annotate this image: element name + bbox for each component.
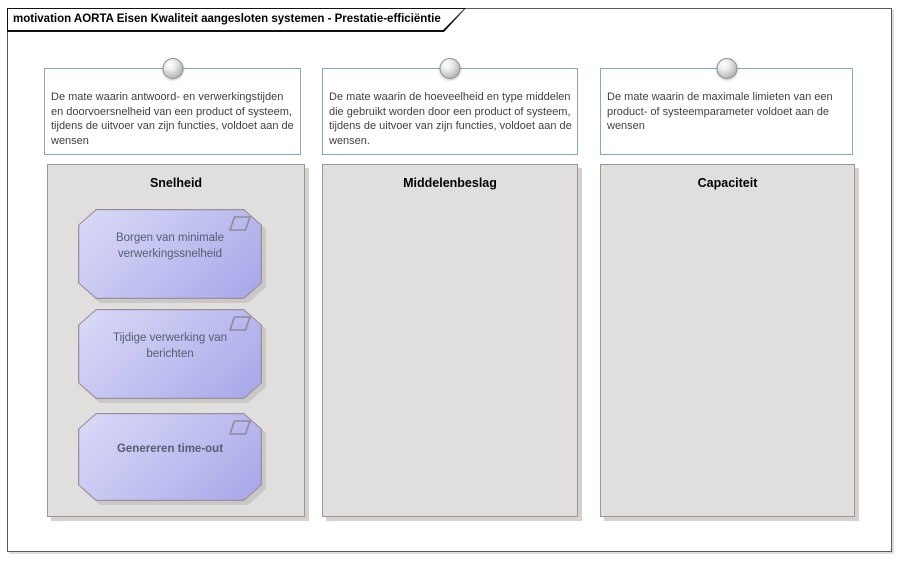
requirement-genereren-time-out[interactable]: Genereren time-out <box>78 413 262 501</box>
group-title: Capaciteit <box>697 176 758 190</box>
parallelogram-icon <box>228 216 252 231</box>
requirement-fill <box>79 210 260 297</box>
requirement-borgen-minimale-verwerkingssnelheid[interactable]: Borgen van minimale verwerkingssnelheid <box>78 209 262 299</box>
group-middelenbeslag[interactable]: Middelenbeslag <box>322 164 578 517</box>
group-title: Middelenbeslag <box>403 176 497 190</box>
sphere-icon <box>439 58 461 79</box>
sphere-icon <box>716 58 737 79</box>
requirement-label: Tijdige verwerking van berichten <box>113 332 227 360</box>
note-text: De mate waarin antwoord- en verwerkingst… <box>51 91 294 147</box>
note-middelenbeslag-definitie[interactable]: De mate waarin de hoeveelheid en type mi… <box>322 58 578 155</box>
parallelogram-icon <box>228 420 252 435</box>
note-text: De mate waarin de hoeveelheid en type mi… <box>329 91 572 147</box>
group-capaciteit[interactable]: Capaciteit <box>600 164 855 517</box>
group-title: Snelheid <box>149 176 203 190</box>
requirement-outline <box>78 413 262 501</box>
requirement-label: Borgen van minimale verwerkingssnelheid <box>115 232 225 260</box>
parallelogram-icon <box>228 316 252 331</box>
requirement-tijdige-verwerking-berichten[interactable]: Tijdige verwerking van berichten <box>78 309 262 399</box>
requirement-fill <box>79 310 260 397</box>
requirement-label: Genereren time-out <box>116 443 224 456</box>
diagram-title-tab[interactable] <box>7 8 466 32</box>
note-text: De mate waarin de maximale limieten van … <box>607 91 833 133</box>
sphere-icon <box>162 58 183 79</box>
requirement-fill <box>79 414 260 499</box>
diagram-title-tab-fill <box>8 9 464 30</box>
note-snelheid-definitie[interactable]: De mate waarin antwoord- en verwerkingst… <box>44 58 301 155</box>
diagram-title: motivation AORTA Eisen Kwaliteit aangesl… <box>13 13 441 25</box>
group-snelheid[interactable]: Snelheid Borgen van minimale verwerkings… <box>47 164 305 517</box>
note-capaciteit-definitie[interactable]: De mate waarin de maximale limieten van … <box>600 58 853 155</box>
